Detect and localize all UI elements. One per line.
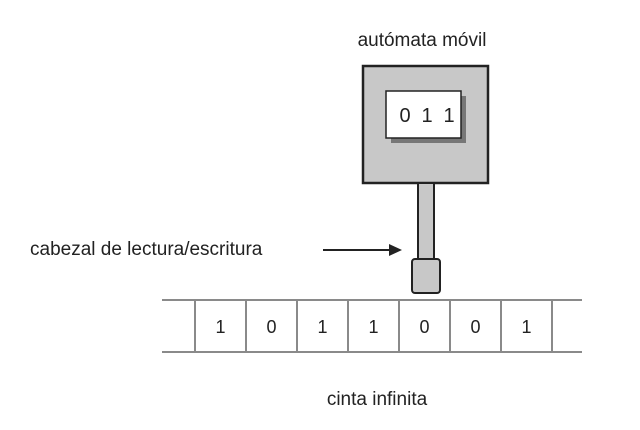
tape-cell-value: 1 xyxy=(521,317,531,337)
tape-cell-value: 0 xyxy=(266,317,276,337)
tape-cell-value: 1 xyxy=(317,317,327,337)
head-shaft xyxy=(417,182,435,261)
tape-cell-value: 1 xyxy=(368,317,378,337)
head-arrow xyxy=(323,244,402,256)
tape-cell-value: 1 xyxy=(215,317,225,337)
tape-cell-value: 0 xyxy=(470,317,480,337)
mobile-automaton: 0 1 1 xyxy=(361,64,490,185)
head-label: cabezal de lectura/escritura xyxy=(30,239,263,260)
tape-label: cinta infinita xyxy=(327,389,428,410)
automaton-label: autómata móvil xyxy=(358,30,487,51)
tape-cell-value: 0 xyxy=(419,317,429,337)
state-digit: 1 xyxy=(443,105,454,127)
state-display xyxy=(385,90,462,139)
tape-cells: 1 0 1 1 0 0 1 xyxy=(215,317,531,337)
tape-cell-dividers xyxy=(194,300,553,352)
read-write-head xyxy=(411,258,441,294)
tape: 1 0 1 1 0 0 1 xyxy=(162,299,582,353)
state-digit: 1 xyxy=(421,105,432,127)
state-digit: 0 xyxy=(399,105,410,127)
